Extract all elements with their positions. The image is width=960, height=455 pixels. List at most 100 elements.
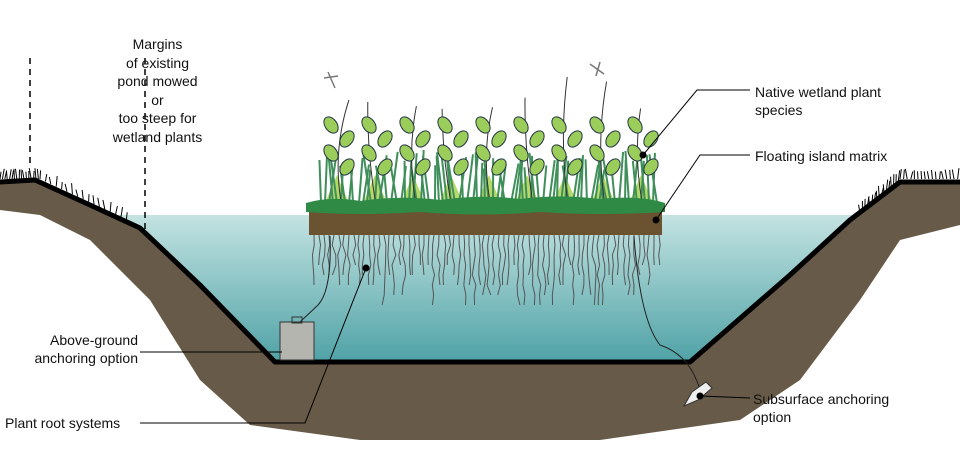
grass-blade <box>435 155 440 204</box>
leader-subsurface <box>699 395 751 399</box>
leaf <box>491 158 507 176</box>
grass-blade <box>542 165 548 204</box>
leaf <box>589 144 605 162</box>
leaf <box>377 158 393 176</box>
leaf <box>361 116 377 134</box>
label-line: option <box>753 409 792 425</box>
anchor-block-handle <box>291 316 303 324</box>
grass-blade <box>64 183 68 192</box>
grass-blade <box>446 154 456 204</box>
root <box>616 234 620 276</box>
grass-blade <box>48 176 52 185</box>
root <box>581 234 585 296</box>
root <box>513 234 516 266</box>
bank-grass <box>0 167 960 220</box>
label-line: pond mowed <box>117 73 198 89</box>
root <box>357 234 361 286</box>
root <box>367 234 372 286</box>
leaf <box>415 158 431 176</box>
grass-blade <box>9 169 12 180</box>
leaf <box>415 130 431 148</box>
dragonfly-icon <box>589 61 605 77</box>
root <box>321 234 326 276</box>
plant-base <box>553 175 577 203</box>
pond-outline <box>0 177 960 365</box>
root <box>528 234 532 276</box>
root <box>318 234 322 266</box>
grass-blade <box>115 205 118 215</box>
grass-blade <box>55 176 58 187</box>
grass-blade <box>474 152 478 204</box>
root <box>421 234 425 276</box>
root <box>561 234 567 286</box>
leader-dot <box>696 392 704 400</box>
label-line: Margins <box>132 36 183 52</box>
grass-blade <box>21 170 25 180</box>
grass-blade <box>81 189 84 200</box>
grass-blade <box>446 161 452 204</box>
leaf <box>399 116 415 134</box>
plant-base <box>439 175 463 203</box>
leaf <box>605 158 621 176</box>
pond-soil <box>0 180 960 440</box>
root <box>567 234 572 266</box>
leaf <box>551 116 567 134</box>
anchor-line-left <box>299 235 331 323</box>
root <box>611 234 617 286</box>
root <box>478 234 482 286</box>
root <box>431 234 436 306</box>
grass-blade <box>362 164 370 204</box>
label-margins: Margins of existing pond mowed or too st… <box>100 35 215 146</box>
leader-dot <box>639 151 647 159</box>
root <box>646 234 651 286</box>
plant-roots <box>311 234 661 306</box>
grass-blade <box>631 160 638 204</box>
grass-blade <box>0 171 2 180</box>
grass-blade <box>92 195 95 205</box>
root <box>631 234 636 296</box>
label-line: anchoring option <box>34 350 138 366</box>
label-line: Native wetland plant <box>755 84 882 100</box>
root <box>456 234 462 286</box>
grass-blade <box>14 168 18 180</box>
root <box>501 234 507 286</box>
grass-blade <box>584 159 588 204</box>
grass-blade <box>580 155 584 204</box>
grass-blade <box>28 167 32 180</box>
root <box>411 234 416 276</box>
grass-blade <box>868 197 871 205</box>
root <box>398 234 402 266</box>
label-line: species <box>755 102 803 118</box>
root <box>331 234 337 276</box>
flower-stem <box>600 81 608 201</box>
root <box>372 234 376 286</box>
grass-blade <box>71 183 73 195</box>
root <box>601 234 606 306</box>
grass-blade <box>548 159 556 204</box>
root <box>577 234 580 276</box>
leaf <box>339 130 355 148</box>
root <box>347 234 351 286</box>
leader-dot <box>362 264 370 272</box>
grass-blade <box>500 163 507 204</box>
root <box>586 234 592 296</box>
leaf <box>361 144 377 162</box>
leaf <box>529 158 545 176</box>
grass-blade <box>885 179 889 191</box>
grass-blade <box>949 169 951 180</box>
leaf <box>627 116 643 134</box>
grass-blade <box>390 151 399 204</box>
root <box>418 234 421 266</box>
grass-blade <box>934 171 937 180</box>
root <box>446 234 452 266</box>
grass-blade <box>327 159 334 204</box>
dragonfly-icon <box>323 71 339 89</box>
grass-blade <box>440 157 448 204</box>
grass-blade <box>324 152 329 204</box>
root <box>352 234 357 266</box>
root <box>451 234 455 276</box>
grass-blade <box>951 169 955 180</box>
grass-blade <box>618 151 625 204</box>
root <box>442 234 447 286</box>
root <box>571 234 575 306</box>
